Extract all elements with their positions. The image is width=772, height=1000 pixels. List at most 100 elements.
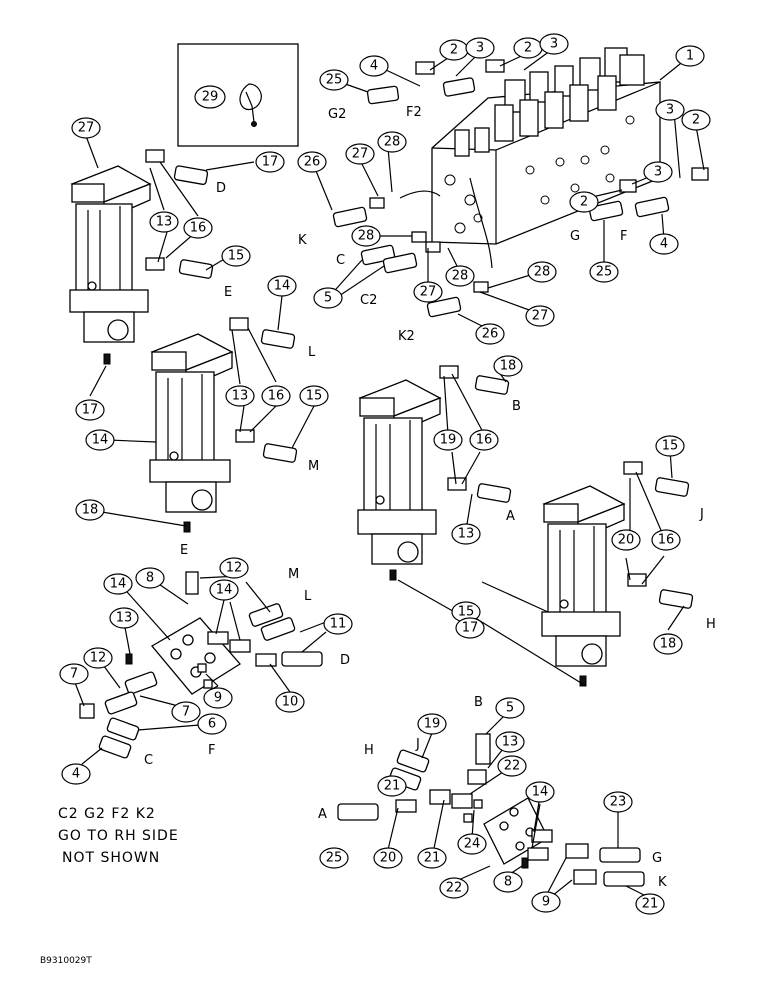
note-line-3: NOT SHOWN xyxy=(62,850,160,866)
callout-14: 14 xyxy=(525,781,555,803)
callout-13: 13 xyxy=(225,385,255,407)
callout-11: 11 xyxy=(323,613,353,635)
callout-25: 25 xyxy=(589,261,619,283)
port-letter-label: G xyxy=(652,851,662,866)
callout-2: 2 xyxy=(513,37,543,59)
callout-14: 14 xyxy=(103,573,133,595)
callout-label: 19 xyxy=(440,433,457,448)
port-letter-label: A xyxy=(318,807,327,822)
callout-16: 16 xyxy=(261,385,291,407)
callout-label: 26 xyxy=(482,327,499,342)
port-letter-label: C2 xyxy=(360,293,377,308)
callout-label: 25 xyxy=(596,265,613,280)
callout-9: 9 xyxy=(531,891,561,913)
port-letter-label: J xyxy=(415,737,420,752)
callout-label: 14 xyxy=(216,583,233,598)
note-line-1: C2 G2 F2 K2 xyxy=(58,806,156,822)
callout-label: 27 xyxy=(78,121,95,136)
callout-label: 10 xyxy=(282,695,299,710)
callout-label: 12 xyxy=(90,651,107,666)
port-letter-label: K2 xyxy=(398,329,415,344)
rh-side-note: C2 G2 F2 K2 GO TO RH SIDE NOT SHOWN xyxy=(58,806,178,866)
callout-label: 13 xyxy=(116,611,133,626)
callout-27: 27 xyxy=(345,143,375,165)
port-letter-label: L xyxy=(304,589,312,604)
callout-label: 3 xyxy=(550,37,558,52)
port-letter-label: B xyxy=(474,695,483,710)
callout-label: 7 xyxy=(70,667,78,682)
callout-label: 26 xyxy=(304,155,321,170)
callout-10: 10 xyxy=(275,691,305,713)
callout-label: 8 xyxy=(504,875,512,890)
callout-28: 28 xyxy=(445,265,475,287)
callout-label: 15 xyxy=(306,389,323,404)
callout-3: 3 xyxy=(643,161,673,183)
callout-label: 22 xyxy=(446,881,463,896)
callout-29: 29 xyxy=(194,85,226,109)
callout-25: 25 xyxy=(319,69,349,91)
callout-16: 16 xyxy=(183,217,213,239)
callout-24: 24 xyxy=(457,833,487,855)
callout-12: 12 xyxy=(83,647,113,669)
callout-15: 15 xyxy=(655,435,685,457)
callout-22: 22 xyxy=(439,877,469,899)
callout-13: 13 xyxy=(495,731,525,753)
port-letter-label: K xyxy=(658,875,667,890)
callout-label: 18 xyxy=(500,359,517,374)
port-letter-label: H xyxy=(706,617,716,632)
callout-9: 9 xyxy=(203,687,233,709)
callout-8: 8 xyxy=(493,871,523,893)
port-letter-label: D xyxy=(340,653,350,668)
callout-label: 2 xyxy=(580,195,588,210)
callout-label: 14 xyxy=(92,433,109,448)
port-letter-label: C xyxy=(336,253,345,268)
cylinder-4 xyxy=(541,485,626,667)
callout-label: 20 xyxy=(380,851,397,866)
callout-27: 27 xyxy=(525,305,555,327)
callout-label: 16 xyxy=(658,533,675,548)
port-letter-label: A xyxy=(506,509,515,524)
cylinder-1 xyxy=(69,165,152,343)
callout-20: 20 xyxy=(373,847,403,869)
callout-15: 15 xyxy=(299,385,329,407)
callout-label: 4 xyxy=(72,767,80,782)
callout-19: 19 xyxy=(417,713,447,735)
port-letter-label: G xyxy=(570,229,580,244)
callout-13: 13 xyxy=(109,607,139,629)
callout-label: 23 xyxy=(610,795,627,810)
callout-25: 25 xyxy=(319,847,349,869)
callout-label: 28 xyxy=(384,135,401,150)
callout-label: 1 xyxy=(686,49,694,64)
callout-label: 27 xyxy=(420,285,437,300)
port-letter-label: M xyxy=(308,459,319,474)
callout-26: 26 xyxy=(297,151,327,173)
callout-27: 27 xyxy=(71,117,101,139)
callout-label: 24 xyxy=(464,837,481,852)
port-letter-label: E xyxy=(224,285,232,300)
callout-label: 9 xyxy=(214,691,222,706)
callout-label: 5 xyxy=(324,291,332,306)
callout-label: 13 xyxy=(502,735,519,750)
callout-2: 2 xyxy=(439,39,469,61)
callout-label: 14 xyxy=(532,785,549,800)
callout-label: 8 xyxy=(146,571,154,586)
callout-18: 18 xyxy=(75,499,105,521)
callout-label: 15 xyxy=(662,439,679,454)
callout-label: 17 xyxy=(462,621,479,636)
port-letter-label: L xyxy=(308,345,316,360)
port-letter-label: G2 xyxy=(328,107,346,122)
callout-label: 14 xyxy=(110,577,127,592)
callout-26: 26 xyxy=(475,323,505,345)
callout-label: 2 xyxy=(692,113,700,128)
cylinder-3 xyxy=(357,379,442,565)
callout-label: 28 xyxy=(358,229,375,244)
port-letter-label: C xyxy=(144,753,153,768)
callout-22: 22 xyxy=(497,755,527,777)
callout-28: 28 xyxy=(351,225,381,247)
callout-label: 12 xyxy=(226,561,243,576)
callout-label: 21 xyxy=(642,897,659,912)
callout-1: 1 xyxy=(675,45,705,67)
callout-17: 17 xyxy=(255,151,285,173)
callout-17: 17 xyxy=(455,617,485,639)
